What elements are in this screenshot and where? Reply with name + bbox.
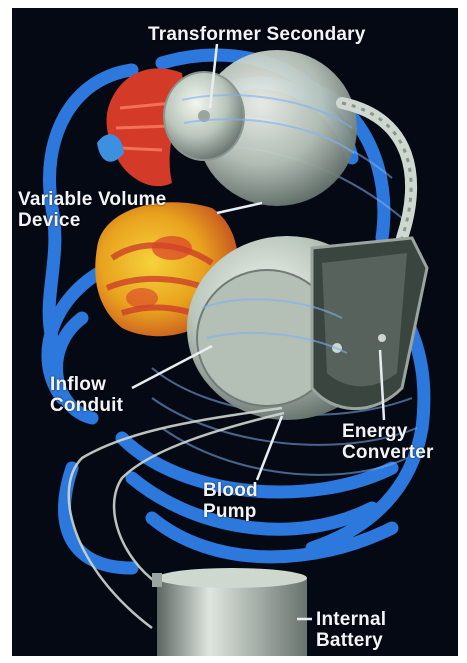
label-transformer-secondary: Transformer Secondary: [148, 24, 366, 45]
label-energy-converter: Energy Converter: [342, 421, 434, 463]
transformer-secondary: [164, 50, 357, 206]
implant-illustration: [12, 8, 458, 656]
diagram-panel: Transformer Secondary Variable Volume De…: [12, 8, 458, 656]
blood-pump-assembly: [187, 236, 427, 420]
label-variable-volume-device: Variable Volume Device: [18, 189, 166, 231]
label-blood-pump: Blood Pump: [203, 480, 258, 522]
label-internal-battery: Internal Battery: [316, 609, 386, 651]
label-inflow-conduit: Inflow Conduit: [50, 374, 123, 416]
internal-battery: [152, 568, 307, 656]
